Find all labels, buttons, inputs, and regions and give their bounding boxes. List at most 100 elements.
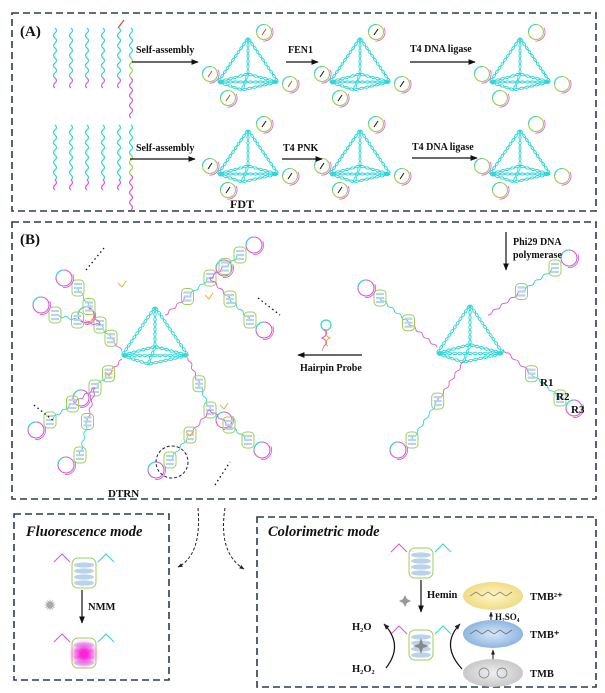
nick-mark: [373, 120, 379, 128]
probe-fragment: [117, 280, 127, 288]
hairpin-probe-icon: [320, 319, 332, 352]
ssdna-strand-tail: [84, 77, 90, 89]
rca-product-strand: [502, 349, 532, 375]
nick-mark: [287, 172, 293, 180]
probe-fragment: [219, 402, 229, 410]
rca-product-strand: [94, 373, 109, 389]
nick-mark: [287, 80, 293, 88]
probe-fragment: [204, 292, 214, 300]
g-quartet: [411, 552, 431, 558]
tmb-2plus-molecule: [463, 582, 523, 610]
g-quadruplex: [233, 246, 247, 264]
g-quadruplex-icon: [53, 553, 115, 589]
nick-mark: [337, 94, 343, 102]
rca-product-strand: [108, 358, 123, 375]
tmb-molecule: [463, 659, 523, 687]
g-quadruplex: [48, 306, 62, 324]
hemin-bound-icon: [413, 638, 429, 654]
ssdna-strand: [116, 27, 122, 79]
nick-mark: [319, 70, 325, 78]
ssdna-strand: [100, 124, 106, 181]
overhang-strand: [97, 553, 115, 563]
dna-tetrahedron: [329, 37, 391, 92]
g-quadruplex: [548, 259, 562, 277]
step-label-fen1: FEN1: [288, 45, 313, 56]
g-quadruplex: [223, 290, 237, 308]
ssdna-strand: [128, 57, 134, 79]
dna-tetrahedron: [217, 129, 279, 184]
rca-product-strand: [521, 267, 556, 292]
step-label-t4-pnk: T4 PNK: [283, 143, 319, 154]
water-label: H₂O: [352, 622, 371, 633]
g-quadruplex-icon: [390, 543, 452, 579]
panel-a-label: (A): [20, 24, 41, 40]
colorimetric-title: Colorimetric mode: [268, 524, 380, 540]
g-quadruplex: [73, 446, 87, 464]
g-quadruplex: [43, 411, 57, 429]
overhang-strand: [390, 625, 408, 635]
ssdna-strand-tail: [100, 179, 106, 191]
arrow-to-fluorescence: [177, 507, 200, 568]
nick-mark: [207, 162, 213, 170]
rca-product-strand: [408, 322, 438, 348]
ssdna-strand-tail: [68, 179, 74, 191]
arrow-to-colorimetric: [223, 507, 245, 570]
peroxide-label: H₂O₂: [352, 664, 375, 675]
step-label-ligase-2: T4 DNA ligase: [412, 142, 474, 153]
g-quartet: [74, 562, 94, 568]
g-quadruplex: [525, 365, 538, 383]
overhang-strand: [53, 553, 71, 563]
hemin-label: Hemin: [427, 590, 457, 601]
step-label-self-assembly-1: Self-assembly: [136, 45, 194, 56]
g-quadruplex: [81, 413, 94, 430]
ssdna-strand: [84, 124, 90, 181]
highlight-circle: [155, 445, 189, 479]
ssdna-strand: [116, 124, 122, 181]
ssdna-strand: [52, 124, 58, 181]
overhang-strand: [434, 625, 452, 635]
ssdna-strand: [100, 27, 106, 79]
colorimetric-panel-frame: [256, 516, 597, 688]
rca-product-strand: [487, 291, 522, 316]
g-quadruplex: [82, 298, 96, 315]
g-quadruplex: [222, 416, 236, 434]
rca-product-strand: [72, 387, 96, 405]
dna-tetrahedron: [436, 304, 504, 364]
overhang-strand: [434, 543, 452, 553]
g-quadruplex: [104, 329, 118, 347]
dna-tetrahedron: [489, 37, 551, 92]
g-quadruplex: [402, 314, 415, 332]
flap-strand: [117, 19, 125, 29]
rca-product-strand: [224, 254, 241, 267]
nick-mark: [373, 28, 379, 36]
g-quadruplex: [192, 375, 206, 393]
rca-product-strand: [164, 296, 188, 316]
probe-fragment: [104, 369, 114, 377]
overhang-strand: [390, 543, 408, 553]
g-quadruplex: [71, 311, 84, 329]
probe-fragment: [185, 429, 195, 437]
continuation-dots: [33, 247, 281, 486]
g-quadruplex: [515, 283, 528, 300]
g-quadruplex: [431, 392, 445, 410]
arrow-peroxide-to-water: [383, 623, 396, 669]
nick-mark: [399, 80, 405, 88]
ssdna-strand-tail: [52, 179, 58, 191]
rca-product-strand: [86, 387, 96, 422]
repeat-label-r3: R3: [571, 404, 585, 416]
ssdna-strand: [128, 77, 134, 119]
tetrahedron-group: [200, 22, 572, 200]
g-quadruplex: [405, 431, 419, 449]
nmm-molecule-icon: [44, 599, 56, 611]
dna-tetrahedron: [217, 37, 279, 92]
repeat-label-r2: R2: [556, 391, 570, 403]
ssdna-strand: [52, 27, 58, 79]
panel-b-label: (B): [20, 232, 40, 248]
ssdna-strand: [128, 154, 134, 176]
ssdna-strand: [128, 27, 134, 59]
nick-mark: [225, 94, 231, 102]
ssdna-strand-tail: [52, 77, 58, 89]
g-quartet: [411, 652, 431, 658]
g-quartet: [411, 564, 431, 570]
g-quartet: [74, 574, 94, 580]
